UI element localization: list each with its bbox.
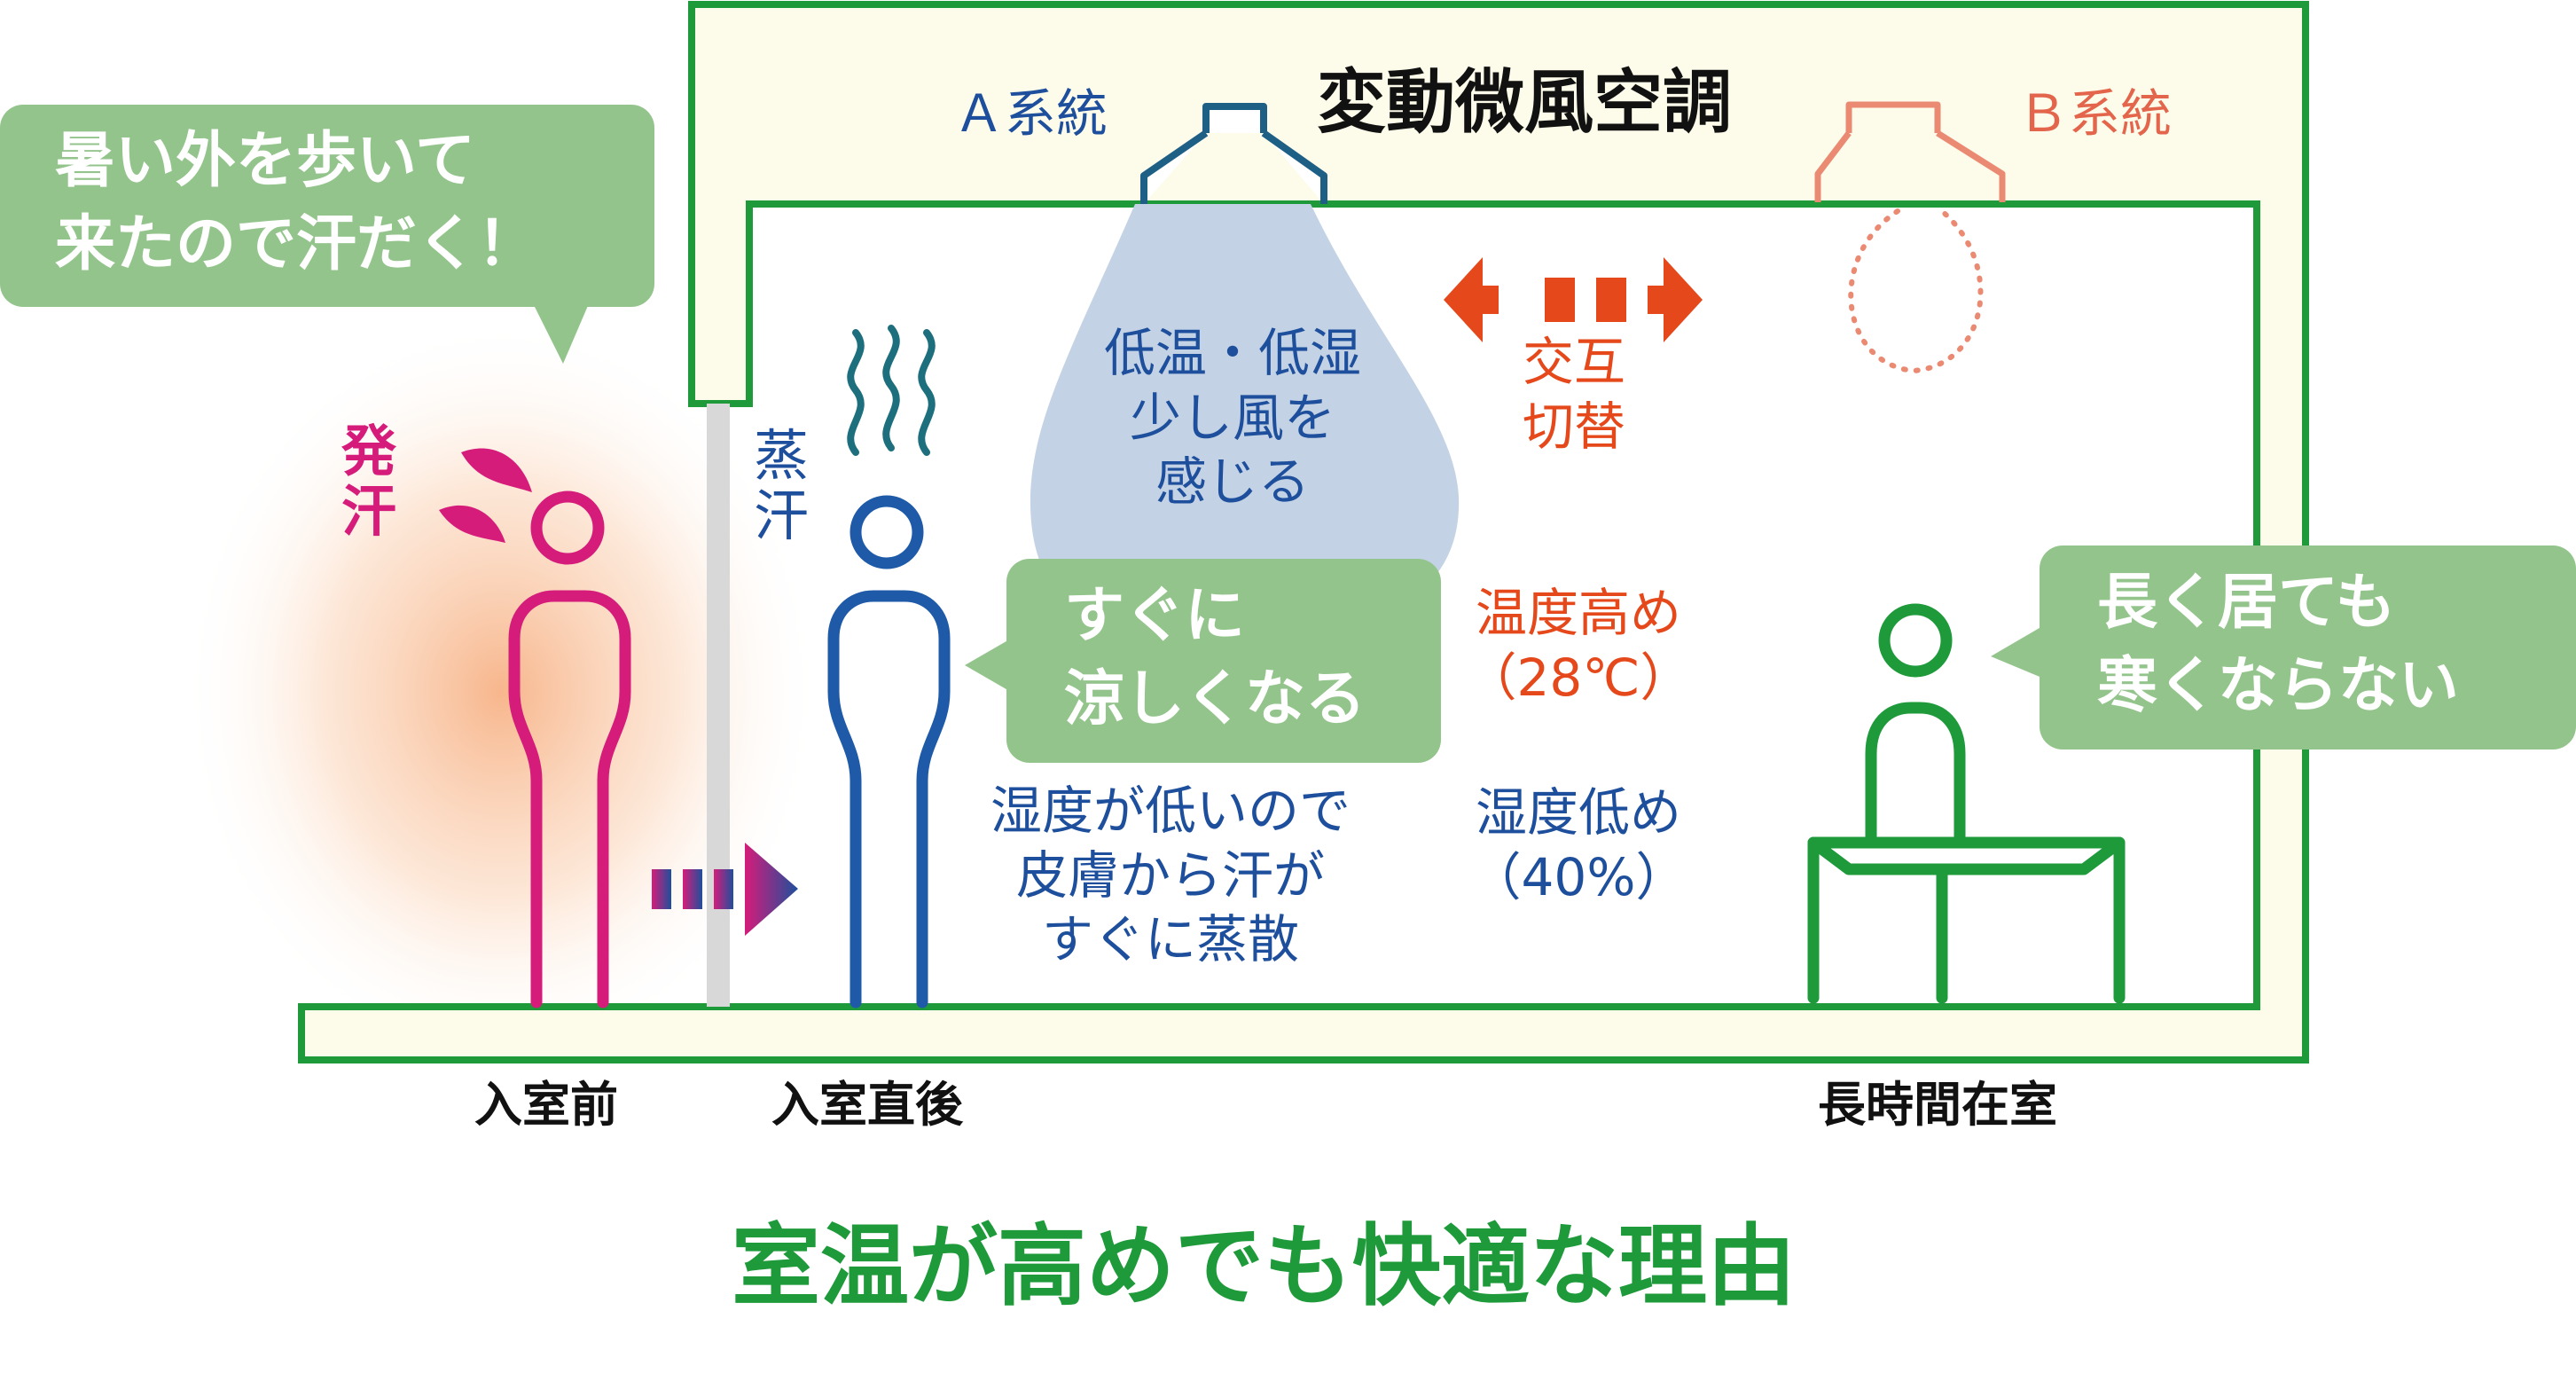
temp-high-line-2: （28℃） (1465, 647, 1692, 708)
system-b-label: Ｂ系統 (2017, 83, 2173, 144)
forward-arrow-icon (652, 843, 798, 936)
vent-a-icon (1140, 103, 1327, 204)
cone-line-3: 感じる (1155, 451, 1310, 512)
diagram-caption: 室温が高めでも快適な理由 (732, 1214, 1796, 1318)
bubble-middle-text: すぐに 涼しくなる (1064, 575, 1366, 742)
evap-line-2: 皮膚から汗が (1015, 844, 1325, 906)
sweat-label-1: 発 (341, 419, 397, 483)
vent-b-icon (1814, 101, 2006, 202)
cone-text: 低温・低湿 少し風を 感じる (1055, 321, 1410, 514)
steam-label-2: 汗 (754, 483, 810, 549)
bubble-left-line-2: 来たので汗だく！ (55, 208, 538, 279)
sweat-label-2: 汗 (341, 479, 397, 545)
humidity-low-line-1: 湿度低め (1475, 782, 1681, 843)
diagram-title: 変動微風空調 (1317, 63, 1733, 143)
bubble-middle-line-1: すぐに (1064, 581, 1246, 651)
person-after-entry (827, 495, 951, 1009)
cool-air-cone (1030, 204, 1460, 639)
steam-label-1: 蒸 (754, 423, 810, 488)
speech-bubble-middle (965, 559, 1441, 763)
bubble-right-line-2: 寒くならない (2097, 650, 2460, 721)
system-a-label: Ａ系統 (953, 83, 1108, 144)
bubble-left-line-1: 暑い外を歩いて (55, 126, 475, 196)
humidity-low-line-2: （40%） (1469, 846, 1687, 907)
cone-line-2: 少し風を (1129, 387, 1335, 448)
bubble-right-line-1: 長く居ても (2097, 568, 2396, 638)
stage-label-long: 長時間在室 (1818, 1077, 2057, 1133)
steam-label: 蒸 汗 (754, 423, 810, 549)
bubble-right-text: 長く居ても 寒くならない (2097, 561, 2459, 728)
alternate-line-1: 交互 (1522, 332, 1625, 392)
stage-label-after: 入室直後 (771, 1077, 963, 1133)
dotted-airflow (1848, 208, 1984, 374)
double-arrow-icon (1444, 257, 1703, 342)
door-divider (707, 404, 730, 1007)
bubble-left-text: 暑い外を歩いて 来たので汗だく！ (55, 120, 537, 286)
sweat-label: 発 汗 (341, 419, 397, 545)
sweat-drop-icon (439, 448, 532, 543)
cone-line-1: 低温・低湿 (1103, 323, 1361, 383)
alternate-line-2: 切替 (1522, 396, 1625, 457)
person-before-entry (508, 491, 631, 1009)
speech-bubble-right (1991, 545, 2576, 750)
evap-line-3: すぐに蒸散 (1041, 909, 1299, 969)
person-long-stay (1807, 603, 2126, 1004)
speech-bubble-left (0, 105, 654, 364)
temperature-high-label: 温度高め （28℃） (1454, 581, 1703, 710)
steam-icon (847, 325, 936, 456)
temp-high-line-1: 温度高め (1475, 583, 1681, 643)
stage-label-before: 入室前 (474, 1077, 618, 1133)
evap-line-1: 湿度が低いので (990, 781, 1351, 841)
bubble-middle-line-2: 涼しくなる (1064, 663, 1366, 734)
humidity-low-label: 湿度低め （40%） (1454, 781, 1703, 909)
evaporation-text: 湿度が低いので 皮膚から汗が すぐに蒸散 (962, 779, 1379, 972)
alternate-label: 交互 切替 (1490, 330, 1658, 459)
